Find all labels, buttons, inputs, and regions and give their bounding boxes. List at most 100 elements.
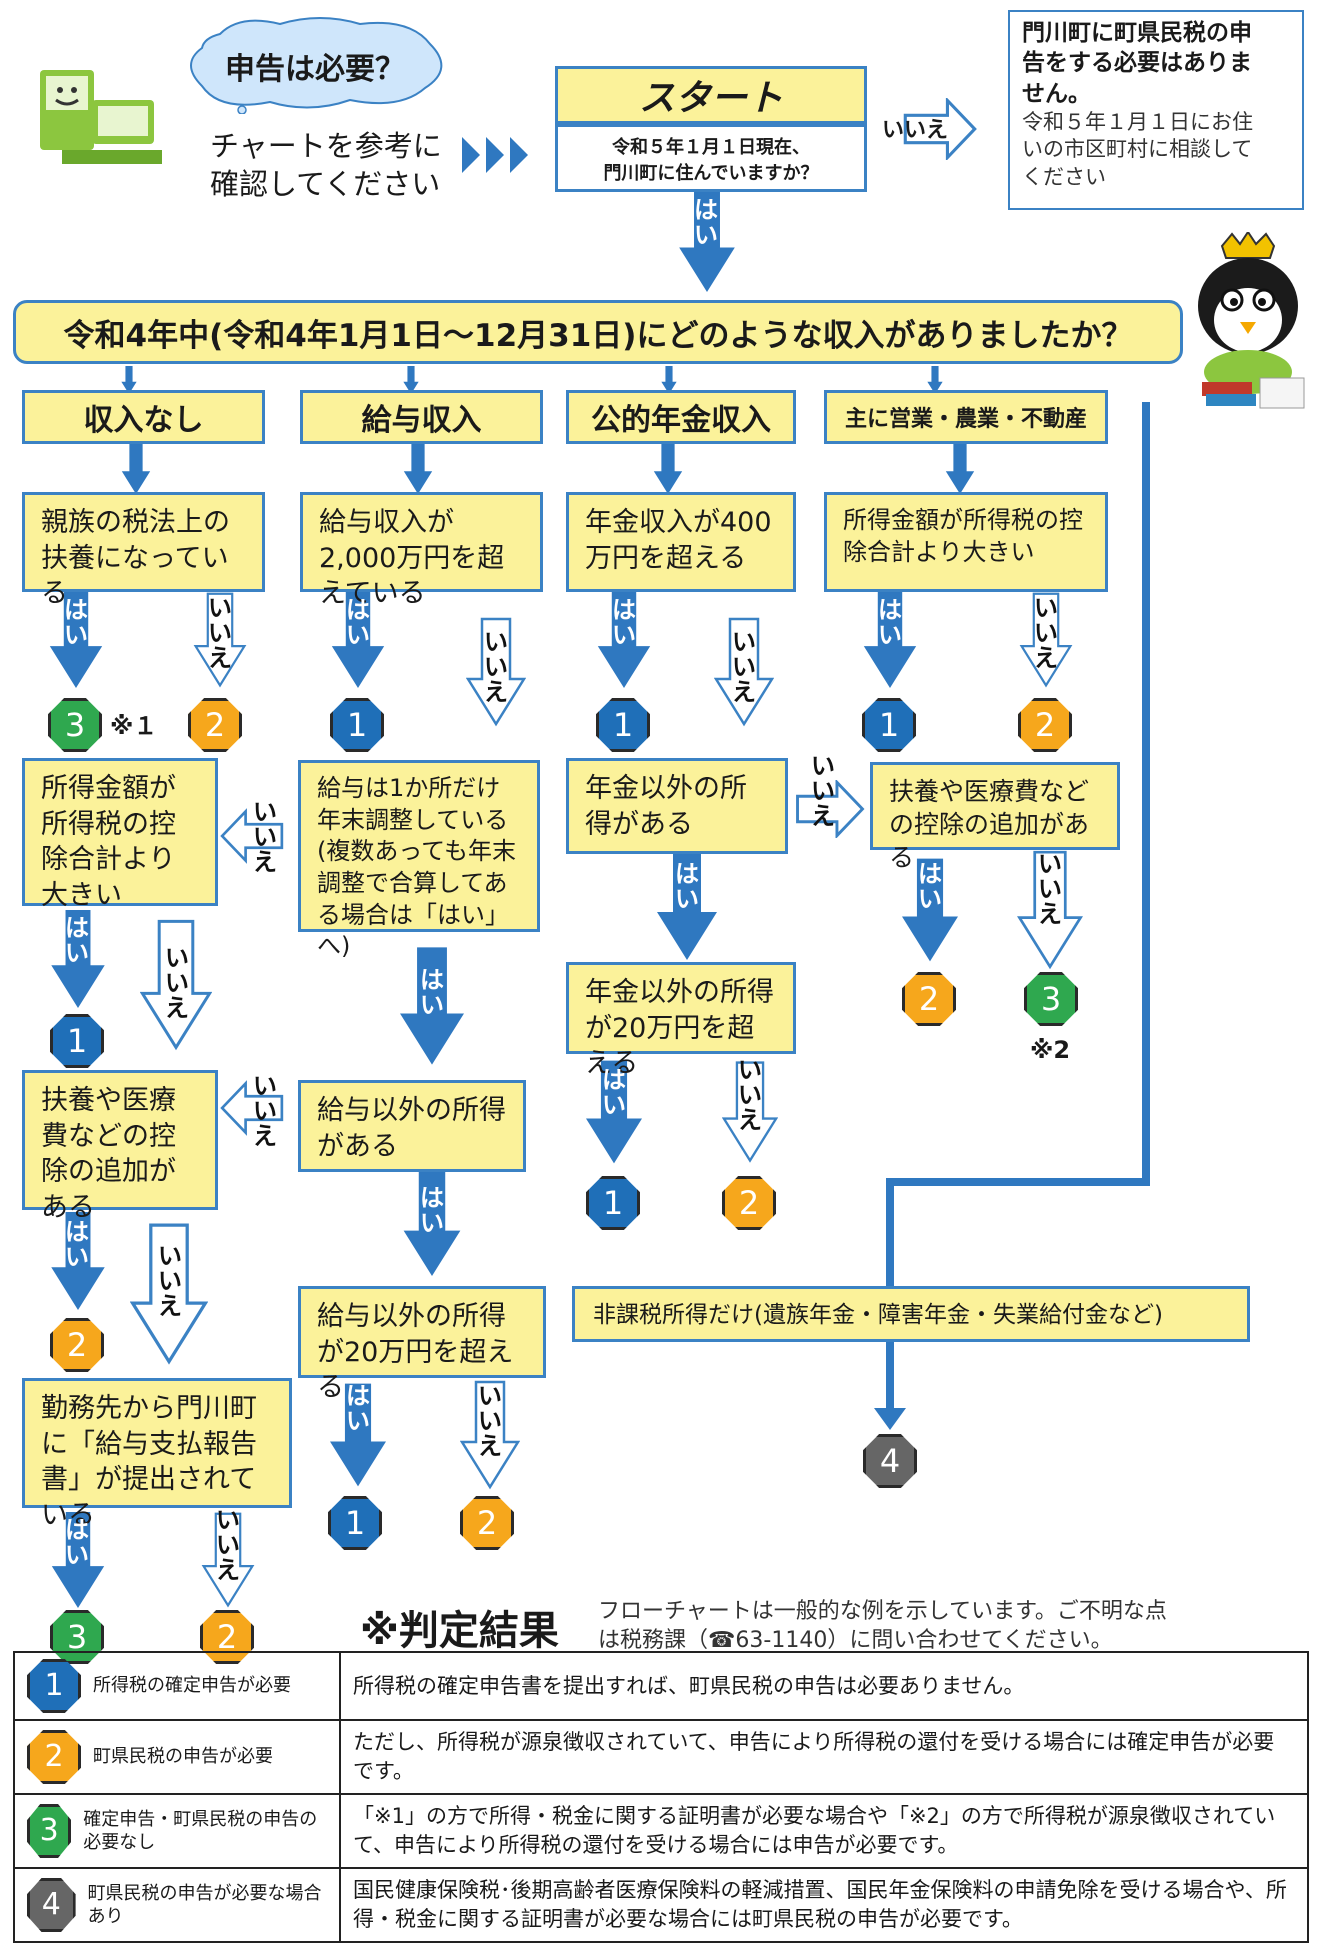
badge-1: 1 — [862, 698, 916, 752]
mascot-illustration — [1182, 230, 1312, 412]
no-label: いいえ — [253, 1072, 277, 1151]
q-business-over: 所得金額が所得税の控除合計より大きい — [824, 492, 1108, 592]
outside-body-1: 令和５年１月１日にお住 — [1022, 110, 1253, 135]
badge-2: 2 — [188, 698, 242, 752]
yes-label: はい — [346, 1382, 370, 1436]
yes-label: はい — [420, 966, 444, 1020]
badge-1: 1 — [330, 698, 384, 752]
badge-2: 2 — [460, 1496, 514, 1550]
category-salary: 給与収入 — [300, 390, 543, 444]
result-text: 国民健康保険税･後期高齢者医療保険料の軽減措置、国民年金保険料の申請免除を受ける… — [339, 1867, 1309, 1943]
badge-3: 3 — [1024, 972, 1078, 1026]
q-salary-one: 給与は1か所だけ年末調整している(複数あっても年末調整で合算してある場合は「はい… — [298, 760, 540, 960]
start-q-line-2: 門川町に住んでいますか？ — [603, 163, 819, 185]
yes-label: はい — [346, 596, 370, 650]
result-text: 所得税の確定申告書を提出すれば、町県民税の申告は必要ありません。 — [339, 1651, 1309, 1721]
badge-3: 3 — [27, 1804, 72, 1858]
badge-1: 1 — [586, 1176, 640, 1230]
badge-1: 1 — [328, 1496, 382, 1550]
guide-text: チャートを参考に 確認してください — [210, 128, 442, 203]
badge-1: 1 — [596, 698, 650, 752]
start-box: スタート — [555, 66, 867, 124]
outside-heading-1: 門川町に町県民税の申 — [1022, 20, 1252, 46]
result-title: ※判定結果 — [360, 1608, 559, 1654]
outside-box: 門川町に町県民税の申 告をする必要はありま せん。 令和５年１月１日にお住 いの… — [1008, 10, 1304, 210]
yes-label: はい — [675, 860, 699, 914]
category-business: 主に営業・農業・不動産 — [824, 390, 1108, 444]
category-pension: 公的年金収入 — [566, 390, 796, 444]
q-deduction-right: 扶養や医療費などの控除の追加がある — [870, 762, 1120, 872]
result-note-2: は税務課（☎63-1140）に問い合わせてください。 — [598, 1627, 1113, 1653]
result-label: 町県民税の申告が必要 — [93, 1745, 273, 1767]
income-question: 令和4年中(令和4年1月1日～12月31日)にどのような収入がありましたか？ — [13, 300, 1183, 364]
no-label: いいえ — [253, 798, 277, 877]
badge-2: 2 — [1018, 698, 1072, 752]
badge-2: 2 — [50, 1318, 104, 1372]
q-none-income-over: 所得金額が所得税の控除合計より大きい — [22, 758, 218, 911]
q-salary-over: 給与収入が2,000万円を超えている — [300, 492, 543, 609]
yes-label: はい — [420, 1184, 444, 1238]
no-label: いいえ — [811, 752, 835, 831]
no-label: いいえ — [165, 944, 189, 1023]
badge-2: 2 — [722, 1176, 776, 1230]
q-employer-report: 勤務先から門川町に「給与支払報告書」が提出されている — [22, 1378, 292, 1531]
bubble-text: 申告は必要？ — [225, 52, 405, 87]
yes-label: はい — [878, 596, 902, 650]
result-text: 「※1」の方で所得・税金に関する証明書が必要な場合や「※2」の方で所得税が源泉徴… — [339, 1793, 1309, 1869]
note-2: ※2 — [1030, 1036, 1071, 1064]
start-title: スタート — [638, 78, 783, 119]
q-pension-other: 年金以外の所得がある — [566, 758, 788, 854]
result-text: ただし、所得税が源泉徴収されていて、申告により所得税の還付を受ける場合には確定申… — [339, 1719, 1309, 1795]
yes-label: はい — [65, 1218, 89, 1272]
note-1: ※１ — [110, 712, 158, 740]
guide-line-1: チャートを参考に — [210, 129, 442, 163]
no-label: いいえ — [478, 1382, 502, 1461]
badge-1: 1 — [50, 1014, 104, 1068]
no-label: いいえ — [208, 594, 232, 673]
no-label: いいえ — [1038, 850, 1062, 929]
q-deduction-left: 扶養や医療費などの控除の追加がある — [22, 1070, 218, 1223]
income-question-text: 令和4年中(令和4年1月1日～12月31日)にどのような収入がありましたか？ — [63, 317, 1133, 354]
yes-label: はい — [64, 596, 88, 650]
yes-label: はい — [918, 860, 942, 914]
q-nontaxable: 非課税所得だけ(遺族年金・障害年金・失業給付金など) — [572, 1286, 1250, 1342]
q-salary-other: 給与以外の所得がある — [298, 1080, 526, 1172]
badge-2: 2 — [27, 1730, 81, 1784]
table-row: 2 町県民税の申告が必要 ただし、所得税が源泉徴収されていて、申告により所得税の… — [13, 1719, 1309, 1795]
guide-line-2: 確認してください — [210, 166, 441, 201]
category-none: 収入なし — [22, 390, 265, 444]
badge-4: 4 — [863, 1434, 917, 1488]
result-label: 町県民税の申告が必要な場合あり — [87, 1882, 322, 1927]
result-label: 確定申告・町県民税の申告の必要なし — [83, 1808, 318, 1853]
yes-label: はい — [65, 1516, 89, 1570]
q-pension-other-over: 年金以外の所得が20万円を超える — [566, 962, 796, 1079]
intro-arrows — [462, 137, 528, 173]
q-salary-other-over: 給与以外の所得が20万円を超える — [298, 1286, 546, 1403]
computer-illustration — [22, 40, 172, 180]
yes-label: はい — [612, 596, 636, 650]
outside-body-3: ください — [1022, 164, 1106, 189]
yes-label: はい — [602, 1066, 626, 1120]
start-q-line-1: 令和５年１月１日現在、 — [612, 137, 810, 158]
badge-3: 3 — [48, 698, 102, 752]
start-question: 令和５年１月１日現在、 門川町に住んでいますか？ — [555, 124, 867, 192]
badge-1: 1 — [27, 1659, 81, 1713]
speech-bubble: 申告は必要？ — [180, 14, 450, 114]
result-table: 1 所得税の確定申告が必要 所得税の確定申告書を提出すれば、町県民税の申告は必要… — [13, 1651, 1309, 1943]
result-note-1: フローチャートは一般的な例を示しています。ご不明な点 — [598, 1599, 1167, 1624]
outside-body-2: いの市区町村に相談して — [1022, 137, 1253, 162]
table-row: 4 町県民税の申告が必要な場合あり 国民健康保険税･後期高齢者医療保険料の軽減措… — [13, 1867, 1309, 1943]
no-label: いいえ — [732, 628, 756, 707]
q-pension-over: 年金収入が400万円を超える — [566, 492, 796, 592]
table-row: 3 確定申告・町県民税の申告の必要なし 「※1」の方で所得・税金に関する証明書が… — [13, 1793, 1309, 1869]
no-label: いいえ — [216, 1506, 240, 1585]
no-label: いいえ — [158, 1242, 182, 1321]
start-yes-label: はい — [694, 196, 718, 250]
outside-heading-3: せん。 — [1022, 80, 1091, 107]
result-label: 所得税の確定申告が必要 — [93, 1674, 291, 1696]
q-dependent: 親族の税法上の扶養になっている — [22, 492, 265, 609]
no-label: いいえ — [484, 628, 508, 707]
start-no-label: いいえ — [882, 118, 949, 143]
no-label: いいえ — [738, 1056, 762, 1135]
outside-heading-2: 告をする必要はありま — [1022, 50, 1252, 77]
